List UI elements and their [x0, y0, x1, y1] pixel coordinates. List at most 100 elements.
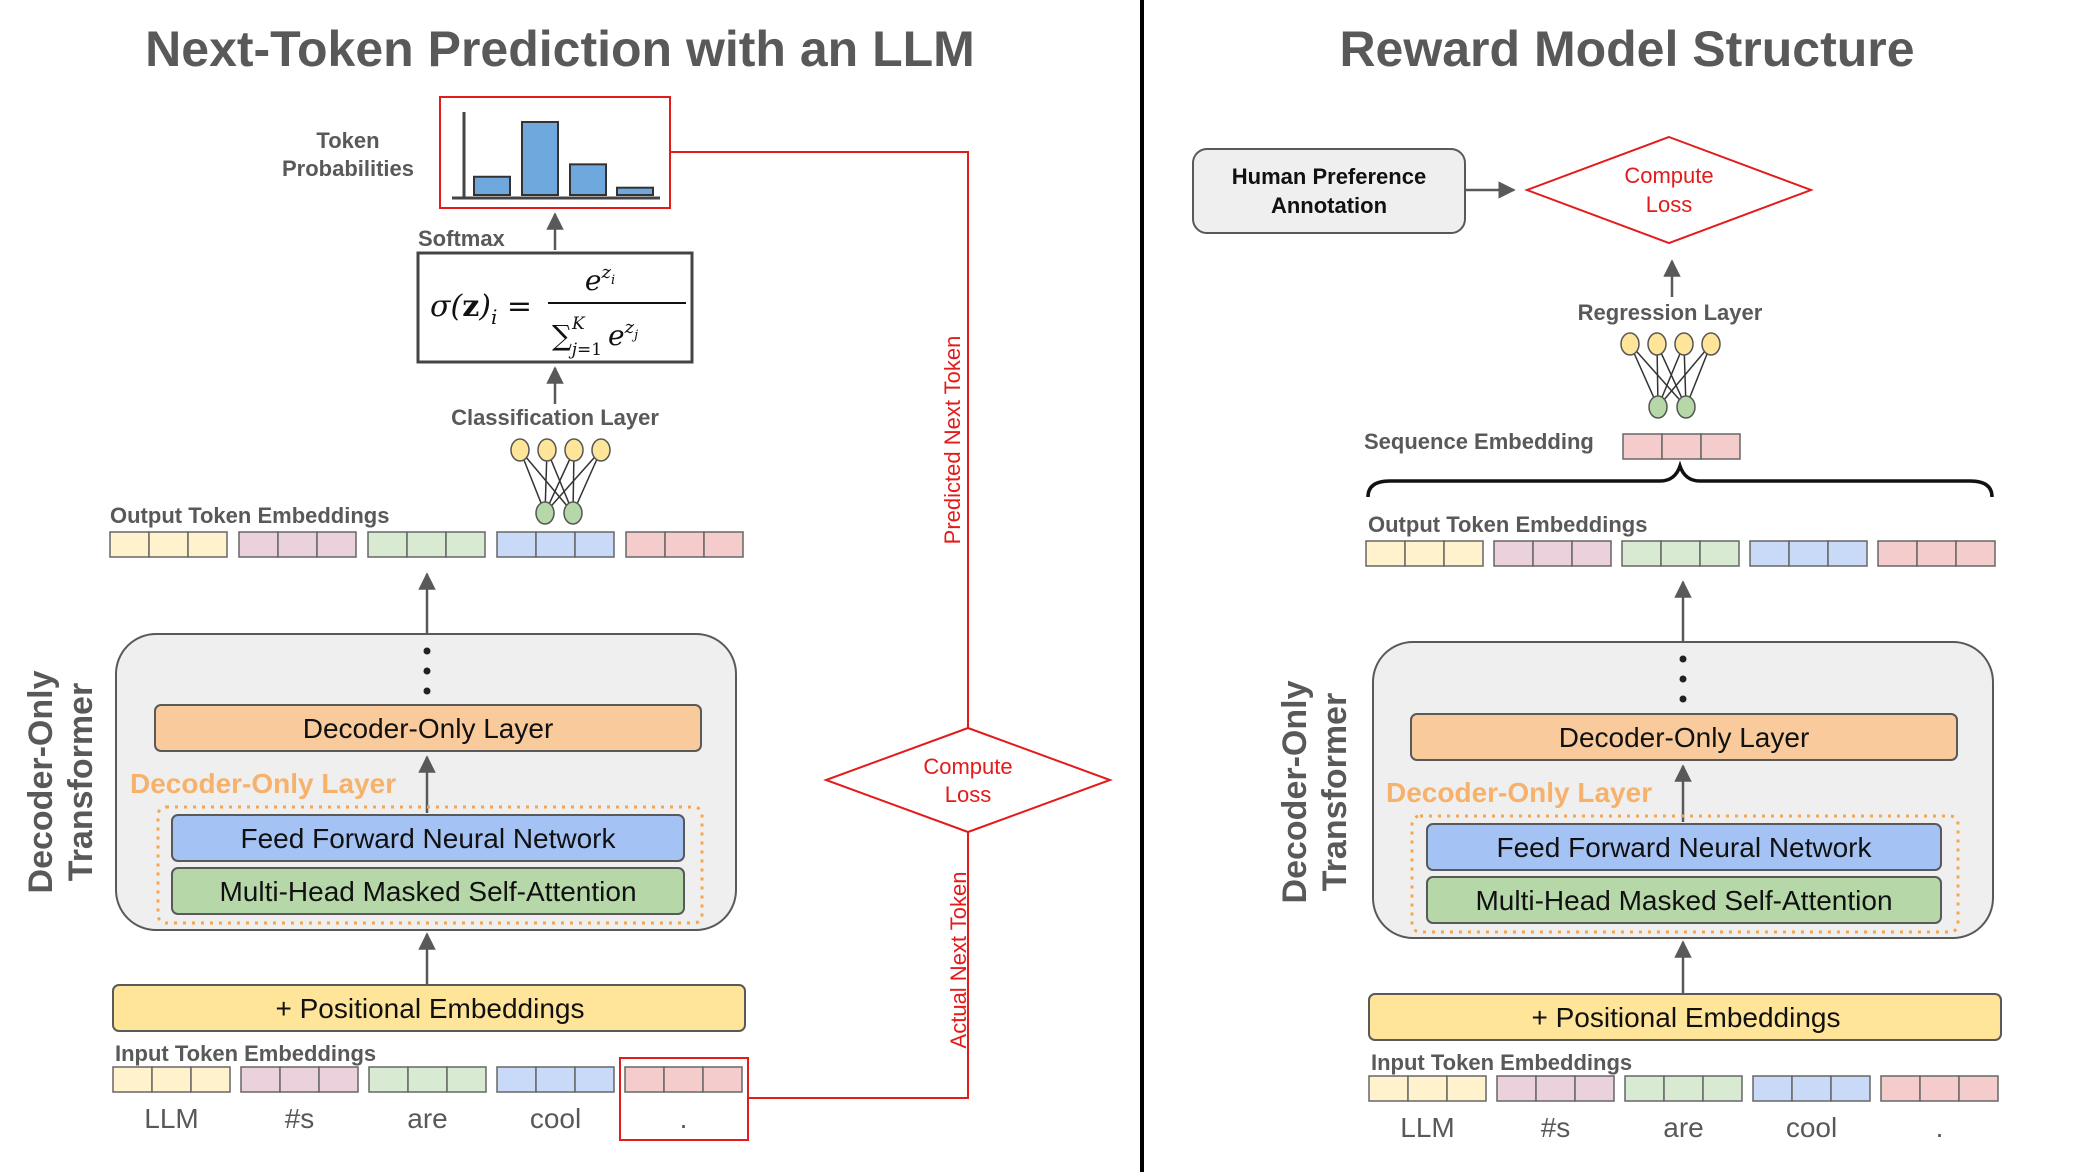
left-panel: Next-Token Prediction with an LLM Token … [22, 21, 1113, 1141]
nn-node-output [535, 501, 555, 525]
embedding-cell [1663, 1075, 1704, 1102]
embedding-cell [1958, 1075, 1999, 1102]
left-decoder-layer-group-label: Decoder-Only Layer [130, 768, 396, 799]
nn-node-input [1674, 332, 1694, 356]
embedding-cell [1574, 1075, 1615, 1102]
embedding-cell [112, 1066, 153, 1093]
embedding-cell [1955, 540, 1996, 567]
nn-node-output [1676, 395, 1696, 419]
embedding-cell [238, 531, 279, 558]
embedding-cell [367, 531, 408, 558]
embedding-vector [1749, 540, 1868, 567]
embedding-vector [1880, 1075, 1999, 1102]
human-preference-line1: Human Preference [1232, 164, 1426, 189]
embedding-cell [1407, 1075, 1448, 1102]
regression-layer-network [1620, 332, 1721, 419]
right-output-token-embeddings-label: Output Token Embeddings [1368, 512, 1647, 537]
probability-bar [616, 186, 654, 196]
embedding-vector [1621, 540, 1740, 567]
nn-node-input [564, 438, 584, 462]
right-ffnn-box [1426, 823, 1942, 871]
left-ffnn-box [171, 814, 685, 862]
right-compute-loss-diamond [1524, 135, 1814, 245]
embedding-vector [112, 1066, 231, 1093]
svg-text:σ(z)i =: σ(z)i = [430, 289, 532, 329]
right-panel: Reward Model Structure Human Preference … [1192, 21, 2002, 1143]
ellipsis-dot [423, 647, 431, 655]
embedding-cell [1621, 540, 1662, 567]
right-positional-label: + Positional Embeddings [1532, 1002, 1841, 1033]
embedding-vector [1365, 540, 1484, 567]
ellipsis-dot [1679, 655, 1687, 663]
probability-bar [569, 163, 607, 196]
embedding-vector [1624, 1075, 1743, 1102]
input-token: #s [1541, 1112, 1571, 1143]
embedding-cell [1446, 1075, 1487, 1102]
svg-text:Transformer: Transformer [1316, 693, 1354, 891]
input-token: . [1936, 1112, 1944, 1143]
embedding-cell [316, 531, 357, 558]
embedding-cell [663, 1066, 704, 1093]
left-compute-loss-line2: Loss [945, 782, 991, 807]
embedding-cell [496, 531, 537, 558]
human-preference-line2: Annotation [1271, 193, 1387, 218]
nn-node-input [1620, 332, 1640, 356]
embedding-cell [406, 531, 447, 558]
input-token: LLM [144, 1103, 198, 1134]
embedding-vector [238, 531, 357, 558]
left-decoder-layer-box-label: Decoder-Only Layer [303, 713, 554, 744]
embedding-cell [1622, 433, 1663, 460]
nn-node-output [1648, 395, 1668, 419]
human-preference-box [1192, 148, 1466, 234]
right-compute-loss-line2: Loss [1646, 192, 1692, 217]
left-attention-label: Multi-Head Masked Self-Attention [219, 876, 636, 907]
embedding-cell [1404, 540, 1445, 567]
embedding-cell [1749, 540, 1790, 567]
input-token: #s [285, 1103, 315, 1134]
probability-bar [521, 121, 559, 196]
embedding-vector [368, 1066, 487, 1093]
embedding-cell [1752, 1075, 1793, 1102]
left-title: Next-Token Prediction with an LLM [145, 21, 975, 77]
embedding-cell [625, 531, 666, 558]
input-token: are [1663, 1112, 1703, 1143]
right-input-token-embeddings-label: Input Token Embeddings [1371, 1050, 1632, 1075]
right-attention-label: Multi-Head Masked Self-Attention [1475, 885, 1892, 916]
right-compute-loss-line1: Compute [1624, 163, 1713, 188]
embedding-cell [151, 1066, 192, 1093]
input-token: cool [1786, 1112, 1837, 1143]
embedding-cell [1660, 540, 1701, 567]
embedding-cell [446, 1066, 487, 1093]
left-output-token-embeddings-label: Output Token Embeddings [110, 503, 389, 528]
embedding-cell [1919, 1075, 1960, 1102]
right-input-token-embeddings [1368, 1075, 1999, 1102]
embedding-cell [1493, 540, 1534, 567]
ellipsis-dot [1679, 675, 1687, 683]
embedding-cell [407, 1066, 448, 1093]
right-title: Reward Model Structure [1339, 21, 1914, 77]
left-transformer-label: Decoder-Only Transformer [22, 670, 100, 893]
right-decoder-layer-box-label: Decoder-Only Layer [1559, 722, 1810, 753]
nn-connection [519, 449, 574, 514]
embedding-cell [624, 1066, 665, 1093]
softmax-box [416, 251, 694, 364]
right-transformer-label: Decoder-Only Transformer [1276, 680, 1354, 903]
embedding-vector [496, 1066, 615, 1093]
right-ffnn-label: Feed Forward Neural Network [1496, 832, 1872, 863]
embedding-cell [368, 1066, 409, 1093]
embedding-cell [190, 1066, 231, 1093]
embedding-cell [574, 531, 615, 558]
token-probabilities-label-line2: Probabilities [282, 156, 414, 181]
right-attention-box [1426, 876, 1942, 924]
nn-connection [1629, 343, 1659, 408]
embedding-cell [1496, 1075, 1537, 1102]
embedding-cell [279, 1066, 320, 1093]
right-output-token-embeddings [1365, 540, 1996, 567]
left-compute-loss-line1: Compute [923, 754, 1012, 779]
left-decoder-layer-box [154, 704, 702, 752]
nn-node-input [1701, 332, 1721, 356]
embedding-cell [1830, 1075, 1871, 1102]
left-compute-loss-diamond [823, 726, 1113, 834]
embedding-cell [664, 531, 705, 558]
embedding-vector [1496, 1075, 1615, 1102]
